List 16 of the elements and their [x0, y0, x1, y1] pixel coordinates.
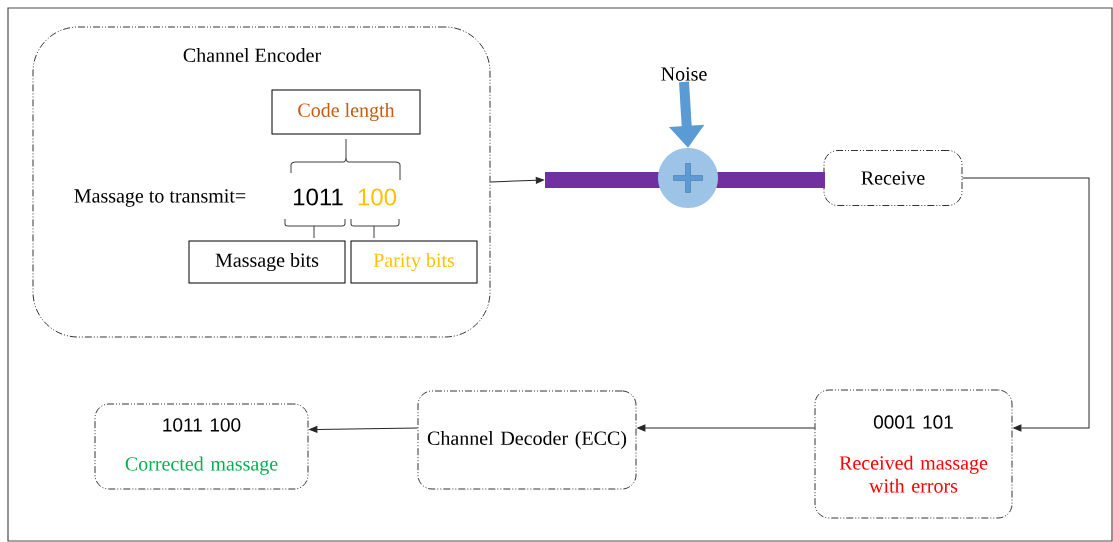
- arrow: [489, 176, 544, 184]
- label-box: Massage bits: [188, 240, 346, 284]
- arrow: [961, 177, 1090, 432]
- process-box: 1011 100 Corrected massage: [94, 403, 309, 490]
- bit-string: 100: [358, 188, 397, 206]
- arrow: [309, 426, 419, 433]
- process-box: Receive: [823, 150, 963, 206]
- label-box: Code length: [271, 89, 421, 135]
- process-box: Channel Decoder (ECC): [417, 390, 637, 490]
- arrow: [637, 424, 816, 432]
- equation-label: Massage to transmit=: [74, 189, 246, 207]
- label-box: Parity bits: [350, 240, 478, 284]
- noise-label: Noise: [661, 67, 707, 81]
- bit-string: 1011: [294, 188, 343, 206]
- process-box: 0001 101 Received massage with errors: [814, 389, 1013, 519]
- adder-circle: [658, 148, 718, 208]
